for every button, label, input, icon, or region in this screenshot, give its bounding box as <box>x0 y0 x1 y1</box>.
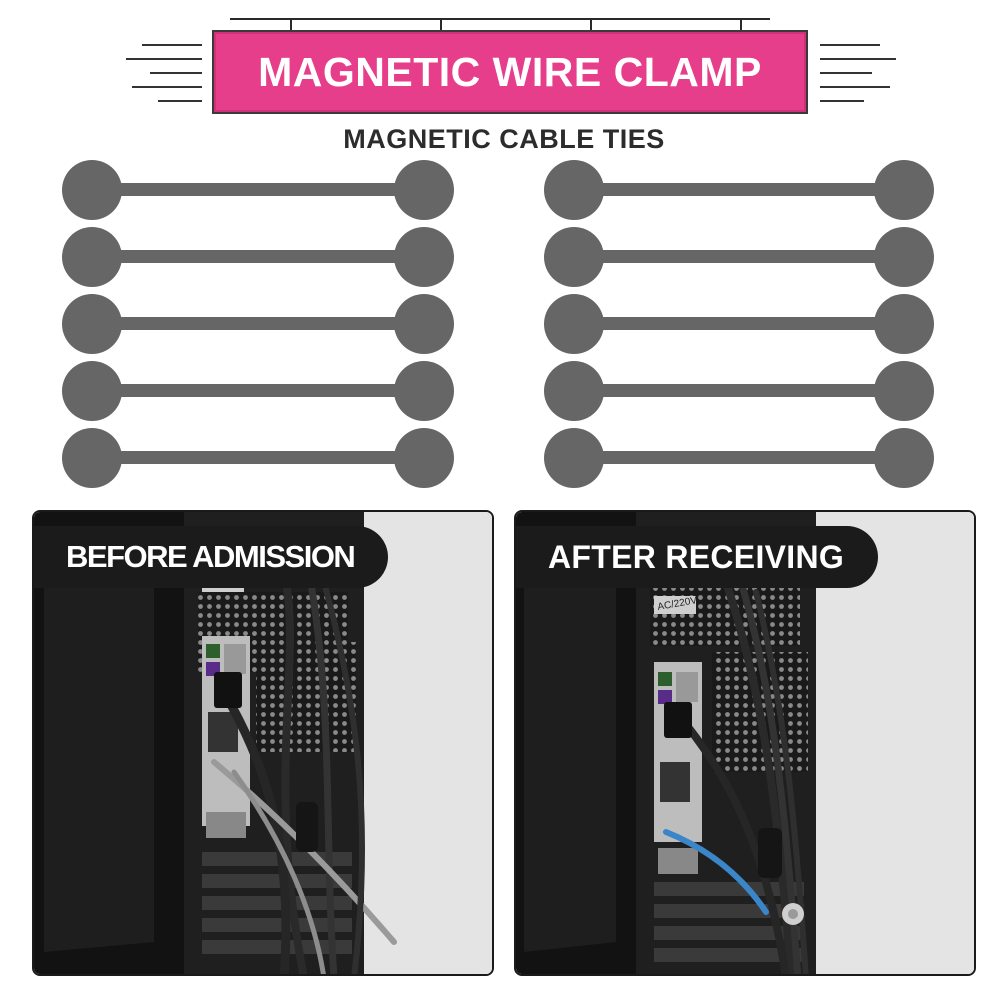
right-dash <box>820 58 896 60</box>
right-dash <box>820 44 880 46</box>
before-label: BEFORE ADMISSION <box>34 526 389 588</box>
cable-tie <box>62 428 454 488</box>
right-dash <box>820 72 872 74</box>
page-subtitle: MAGNETIC CABLE TIES <box>343 124 665 154</box>
top-decor-tick <box>590 18 592 32</box>
top-decor-tick <box>290 18 292 32</box>
cable-tie <box>544 428 934 488</box>
cable-tie <box>62 294 454 354</box>
left-dash <box>126 58 202 60</box>
right-dash <box>820 86 890 88</box>
before-photo-panel: AC/220V BEFORE ADMISSION <box>32 510 494 976</box>
cable-ties-illustration <box>62 160 934 488</box>
title-banner: MAGNETIC WIRE CLAMP <box>212 30 808 114</box>
cable-tie <box>62 227 454 287</box>
right-dash <box>820 100 864 102</box>
cable-tie <box>62 160 454 220</box>
pc-case-back-organized: AC/220V <box>516 512 974 974</box>
left-dash <box>150 72 202 74</box>
page-title: MAGNETIC WIRE CLAMP <box>258 48 762 95</box>
top-decor-tick <box>740 18 742 32</box>
top-decor-tick <box>440 18 442 32</box>
left-dash <box>132 86 202 88</box>
cable-tie <box>62 361 454 421</box>
cable-tie <box>544 294 934 354</box>
after-label: AFTER RECEIVING <box>516 526 879 588</box>
pc-case-back-messy: AC/220V <box>34 512 492 974</box>
cable-tie <box>544 227 934 287</box>
after-photo-panel: AC/220V AFTER RECEIVING <box>514 510 976 976</box>
left-dash <box>158 100 202 102</box>
left-dash <box>142 44 202 46</box>
cable-tie <box>544 160 934 220</box>
top-decor-line <box>230 18 770 20</box>
cable-tie <box>544 361 934 421</box>
